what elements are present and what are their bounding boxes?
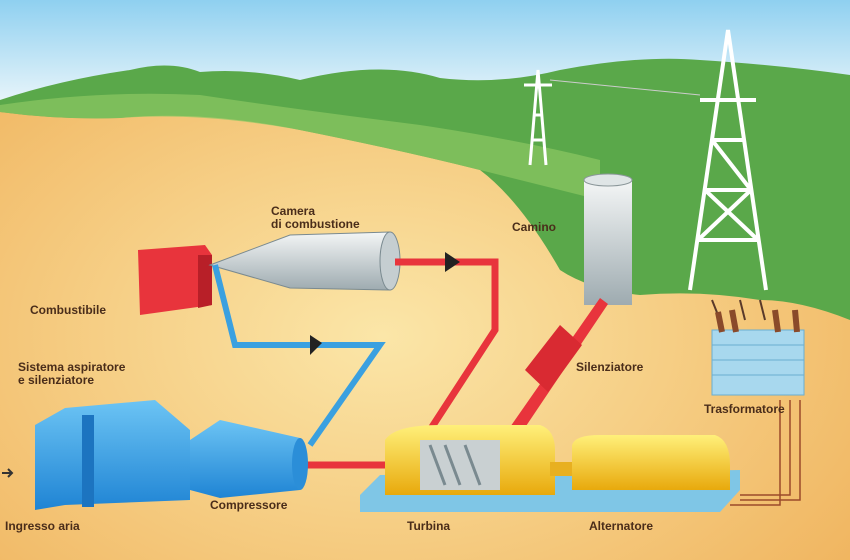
intake-system — [35, 400, 190, 510]
transformer — [711, 309, 805, 506]
silencer — [508, 298, 608, 438]
hill-highlight — [0, 93, 600, 200]
label-silencer: Silenziatore — [576, 360, 644, 374]
alternator — [550, 435, 730, 490]
label-compressor: Compressore — [210, 498, 288, 512]
air-pipe — [212, 264, 386, 447]
turbine — [385, 425, 555, 495]
label-line: di combustione — [271, 217, 360, 231]
air-inlet-arrow-icon — [2, 468, 14, 478]
label-air-inlet: Ingresso aria — [5, 519, 80, 533]
compressor — [190, 420, 308, 498]
fuel-tank — [138, 245, 212, 315]
chimney — [583, 173, 633, 305]
arrow-icon — [445, 252, 460, 272]
power-line — [549, 79, 701, 96]
label-combustion-chamber: Camera di combustione — [271, 205, 360, 231]
arrow-icon — [310, 335, 322, 355]
label-line: Sistema aspiratore — [18, 360, 126, 374]
label-chimney: Camino — [512, 220, 557, 234]
label-turbine: Turbina — [407, 519, 451, 533]
label-transformer: Trasformatore — [704, 402, 785, 416]
small-pylon — [524, 69, 552, 166]
label-fuel: Combustibile — [30, 303, 107, 317]
label-intake-system: Sistema aspiratore e silenziatore — [18, 361, 125, 387]
green-hills — [0, 58, 850, 320]
label-line: Camera — [271, 204, 316, 218]
label-alternator: Alternatore — [589, 519, 654, 533]
label-line: e silenziatore — [18, 373, 95, 387]
